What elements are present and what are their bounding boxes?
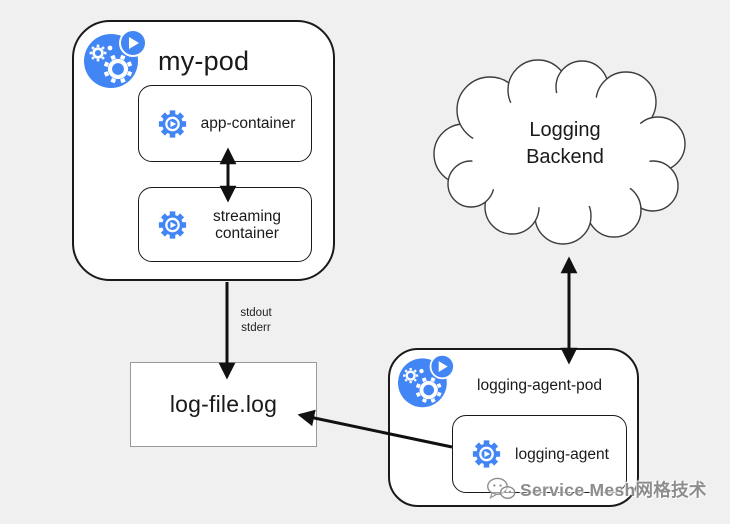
app-container-label: app-container xyxy=(200,115,296,132)
watermark: Service Mesh网格技术 xyxy=(486,476,707,502)
edge-label-stdout-stderr: stdout stderr xyxy=(233,306,279,336)
my-pod-title: my-pod xyxy=(158,46,250,76)
node-streaming-container: streaming container xyxy=(138,187,312,262)
logging-backend-cloud xyxy=(433,59,686,245)
logging-backend-label: Logging Backend xyxy=(526,119,604,168)
streaming-container-label: streaming container xyxy=(212,207,282,242)
pod-icon xyxy=(396,353,456,409)
stderr-label: stderr xyxy=(241,322,271,334)
stdout-label: stdout xyxy=(240,307,272,319)
log-file-label: log-file.log xyxy=(169,391,278,417)
gear-play-icon xyxy=(156,107,189,140)
wechat-icon xyxy=(486,476,516,502)
logging-agent-label: logging-agent xyxy=(515,445,609,463)
node-log-file: log-file.log xyxy=(130,362,317,447)
pod-icon xyxy=(82,28,148,90)
watermark-text: Service Mesh网格技术 xyxy=(520,479,707,500)
node-app-container: app-container xyxy=(138,85,312,162)
node-logging-agent: logging-agent xyxy=(452,415,627,493)
logging-agent-pod-title: logging-agent-pod xyxy=(477,377,602,394)
gear-play-icon xyxy=(156,208,189,241)
gear-play-icon xyxy=(470,438,503,471)
node-my-pod: my-pod app-container streaming container xyxy=(72,20,335,281)
